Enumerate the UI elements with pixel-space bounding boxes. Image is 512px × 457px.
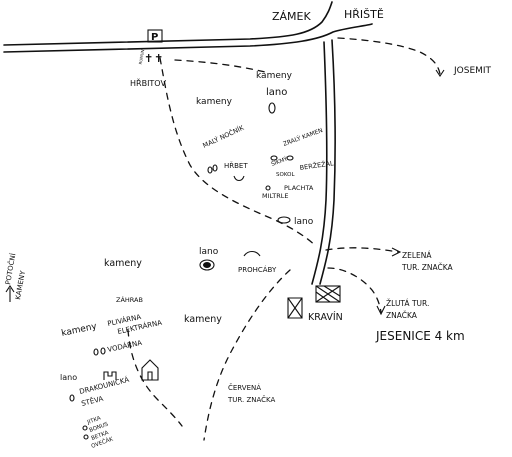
tur-znacka-green-label: TUR. ZNAČKA xyxy=(401,263,454,272)
rock-lano-center-icon xyxy=(199,259,215,271)
path-lower-left xyxy=(127,329,183,427)
lano-bottom-label: lano xyxy=(60,373,77,382)
parking-label: P xyxy=(151,32,158,43)
road-to-kravin-right xyxy=(319,39,336,285)
parking-sign xyxy=(147,29,163,43)
arrow-josemit-icon xyxy=(435,69,445,77)
rock-icon-5 xyxy=(265,185,271,191)
kameny-lower-label: kameny xyxy=(184,314,222,325)
zamek-label: ZÁMEK xyxy=(272,10,312,23)
rock-small-icon xyxy=(93,348,99,356)
kravin-label: KRAVÍN xyxy=(308,311,343,323)
plachta-label: PLACHTA xyxy=(284,184,314,192)
rock-steva-icon xyxy=(69,394,75,402)
path-to-zelena xyxy=(325,247,399,253)
rumun-label: RUMUN xyxy=(138,49,146,65)
rock-lano-icon xyxy=(277,216,291,224)
cross-icon-2: ✝ xyxy=(154,52,163,65)
hriste-label: HŘIŠTĚ xyxy=(344,8,384,21)
lano-center-label: lano xyxy=(199,247,219,257)
tur-znacka-red-label: TUR. ZNAČKA xyxy=(227,395,276,404)
rock-bottom-icon xyxy=(103,371,117,380)
rock-icon-2 xyxy=(212,164,218,172)
kameny-top-label: kameny xyxy=(256,71,293,81)
kameny-left-label: kameny xyxy=(196,97,233,107)
arrow-zelena-icon xyxy=(391,247,402,257)
steva-label: STĚVA xyxy=(80,394,104,408)
rock-icon-4 xyxy=(286,155,294,161)
maly-nocnik-label: MALÝ NOČNÍK xyxy=(201,123,246,150)
potocni-label: POTOČNÍ xyxy=(3,253,17,286)
kravin-building-icon xyxy=(287,297,303,319)
path-to-josemit xyxy=(337,37,441,75)
josemit-label: JOSEMIT xyxy=(453,66,492,76)
miltrle-label: MILTRLE xyxy=(262,192,288,200)
arrow-potocni-icon xyxy=(5,285,15,302)
berzezal-label: BERŽEŽAL xyxy=(299,158,334,172)
rock-prohcaby-icon xyxy=(243,250,261,257)
lano-mid-label: lano xyxy=(294,217,314,227)
sokol-label: SOKOL xyxy=(276,172,295,178)
rock-hrbet-icon xyxy=(233,175,245,182)
kameny-rotated-label: KAMENY xyxy=(14,269,27,300)
path-cervena xyxy=(203,269,291,441)
rope-rock-icon xyxy=(268,102,276,114)
vodarna-label: VODÁRNA xyxy=(107,338,143,354)
kameny-lower-left-label: kameny xyxy=(61,322,99,339)
kravin-barn-hatch-icon xyxy=(315,285,341,303)
zelena-label: ZELENÁ xyxy=(402,251,432,260)
hut-icon xyxy=(141,359,159,381)
road-to-kravin-left xyxy=(311,41,328,285)
znacka-yellow-label: ZNAČKA xyxy=(386,311,418,320)
kameny-mid-label: kameny xyxy=(104,258,142,269)
rock-icon-3 xyxy=(270,155,278,161)
jitka-label: JITKA xyxy=(86,415,102,426)
hrbitov-label: HŘBITOV xyxy=(130,78,166,88)
zluta-label: ŽLUTÁ TUR. xyxy=(386,299,429,308)
hrbet-label: HŘBET xyxy=(224,161,248,170)
rock-list-icon xyxy=(82,425,88,431)
betka-label: BETKA xyxy=(91,430,110,442)
rock-icon xyxy=(207,166,213,174)
rock-list-icon-2 xyxy=(83,434,89,440)
prohcaby-label: PROHCÁBY xyxy=(238,265,277,274)
main-road xyxy=(3,1,333,46)
rock-lano-center-fill-icon xyxy=(203,262,211,268)
lano-top-label: lano xyxy=(266,87,287,98)
main-road-lower-edge xyxy=(3,23,373,53)
kravin-barn-icon xyxy=(315,285,341,303)
path-to-zluta xyxy=(327,267,382,313)
path-forest-upper xyxy=(174,59,266,73)
sikmy-label: ŠIKMÝ xyxy=(270,155,289,168)
rock-small-icon-2 xyxy=(100,347,106,355)
path-forest-loop xyxy=(159,57,317,247)
jesenice-label: JESENICE 4 km xyxy=(375,329,465,343)
arrow-zluta-icon xyxy=(376,305,386,316)
zahrab-label: ZÁHRAB xyxy=(116,295,143,304)
zraly-kamen-label: ZRALÝ KAMEN xyxy=(282,127,324,148)
cervena-label: ČERVENÁ xyxy=(228,383,261,392)
cross-icon: ✝ xyxy=(144,52,153,65)
